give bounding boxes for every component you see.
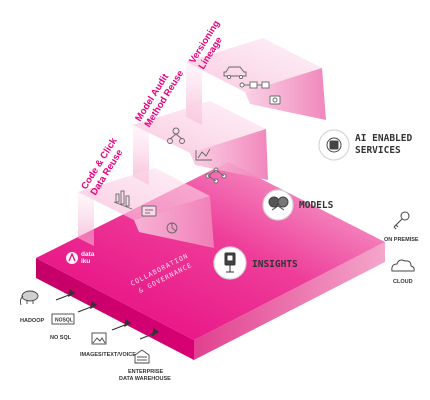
on-premise-label: ON PREMISE (384, 237, 419, 243)
elephant-icon (19, 290, 39, 306)
base-top (36, 162, 385, 340)
layer-plane-2 (133, 101, 268, 180)
hierarchy-icon (167, 127, 185, 144)
deploy-on-premise: ON PREMISE (384, 211, 419, 243)
insights-label: INSIGHTS (252, 259, 298, 270)
ai-services-node: AI ENABLED SERVICES (318, 129, 412, 161)
bar-chart-icon (113, 190, 133, 210)
models-node: MODELS (262, 189, 334, 221)
dashboard-icon (141, 205, 157, 217)
source-warehouse: ENTERPRISE DATA WAREHOUSE (119, 349, 171, 382)
insights-node: INSIGHTS (213, 246, 298, 280)
hadoop-label: HADOOP (20, 318, 44, 324)
source-nosql: NOSQL NO SQL (50, 313, 75, 341)
layer-arrow-3 (245, 68, 326, 120)
network-icon (205, 167, 227, 184)
nosql-box-text: NOSQL (55, 318, 73, 324)
source-arrows (55, 288, 160, 340)
car-icon (223, 66, 247, 80)
images-label: IMAGES/TEXT/VOICE (80, 352, 136, 358)
logo-text-line2: iku (81, 258, 90, 265)
brain-icon (268, 196, 289, 211)
kiosk-icon (224, 252, 236, 273)
dataiku-logo: data iku (66, 251, 95, 265)
pillar-1 (78, 192, 94, 246)
ai-services-label-line2: SERVICES (355, 145, 401, 156)
source-hadoop: HADOOP (19, 290, 44, 324)
base-side-right (194, 242, 385, 360)
layer-plane-3 (186, 38, 326, 120)
scatter-icon (195, 148, 212, 161)
layer-plane-1 (78, 168, 214, 248)
pie-chart-icon (166, 222, 178, 234)
workflow-icon (239, 81, 270, 89)
layer-arrow-2 (190, 129, 268, 180)
source-images: IMAGES/TEXT/VOICE (80, 332, 136, 358)
nosql-label: NO SQL (50, 335, 72, 341)
cloud-icon (391, 259, 415, 272)
nosql-icon (51, 313, 75, 325)
warehouse-label-line2: DATA WAREHOUSE (119, 376, 171, 382)
ai-services-label-line1: AI ENABLED (355, 133, 412, 144)
cloud-label: CLOUD (393, 279, 413, 285)
logo-text-line1: data (81, 251, 95, 258)
layer-arrow-1 (134, 196, 214, 248)
image-icon (91, 332, 107, 345)
deploy-cloud: CLOUD (391, 259, 415, 285)
warehouse-label-line1: ENTERPRISE (128, 369, 163, 375)
database-icon (134, 349, 150, 364)
pillar-2 (133, 125, 149, 185)
key-icon (393, 211, 410, 230)
gear-icon (269, 95, 281, 105)
models-label: MODELS (299, 200, 334, 211)
chip-icon (326, 137, 342, 153)
